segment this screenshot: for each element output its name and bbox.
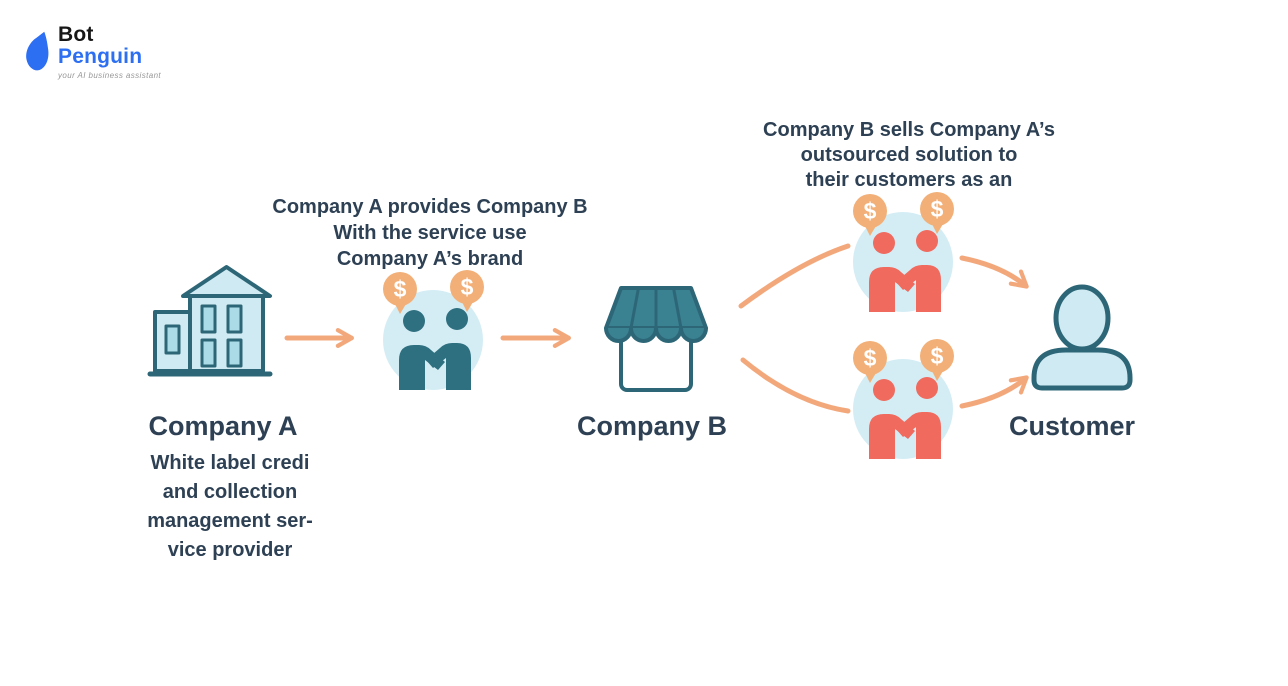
arrow-upper-deal-to-customer: [959, 255, 1029, 289]
curve-company-b-to-lower-deal: [740, 357, 851, 414]
botpenguin-logo: Bot Penguin your AI business assistant: [24, 23, 162, 81]
dollar-symbol: $: [864, 198, 877, 224]
note-company-a-provides: Company A provides Company B With the se…: [272, 194, 587, 272]
note-line: With the service use: [333, 222, 527, 244]
company-a-label: Company A: [148, 411, 298, 441]
note-line: their customers as an: [805, 169, 1013, 191]
office-building-icon: [147, 265, 273, 377]
dollar-symbol: $: [931, 343, 944, 369]
logo-tagline: your AI business assistant: [58, 71, 162, 81]
arrow-lower-deal-to-customer: [959, 375, 1029, 409]
logo-brand-top: Bot: [58, 23, 94, 46]
storefront-icon: [604, 286, 708, 392]
handshake-dollar-icon: $ $: [853, 192, 954, 312]
customer-label: Customer: [1008, 411, 1136, 441]
logo-wordmark: Bot Penguin your AI business assistant: [58, 23, 162, 81]
note-line: Company A’s brand: [336, 248, 524, 270]
dollar-symbol: $: [864, 345, 877, 371]
note-line: outsourced solution to: [800, 144, 1018, 166]
note-company-b-sells: Company B sells Company A’s outsourced s…: [763, 118, 1055, 193]
dollar-symbol: $: [461, 274, 474, 300]
dollar-symbol: $: [394, 276, 407, 302]
note-line: Company A provides Company B: [272, 196, 588, 218]
penguin-icon: [26, 31, 49, 71]
company-b-label: Company B: [576, 411, 728, 441]
description-line: vice provider: [167, 539, 293, 561]
curve-company-b-to-upper-deal: [738, 243, 851, 309]
description-line: management ser-: [147, 510, 313, 532]
handshake-dollar-icon: $ $: [383, 270, 484, 390]
description-line: White label credi: [150, 452, 310, 474]
dollar-symbol: $: [931, 196, 944, 222]
note-line: Company B sells Company A’s: [763, 119, 1055, 141]
logo-brand-bottom: Penguin: [58, 45, 143, 69]
description-line: and collection: [162, 481, 298, 503]
handshake-dollar-icon: $ $: [853, 339, 954, 459]
person-icon: [1031, 284, 1133, 391]
company-a-description: White label credi and collection managem…: [147, 449, 313, 565]
